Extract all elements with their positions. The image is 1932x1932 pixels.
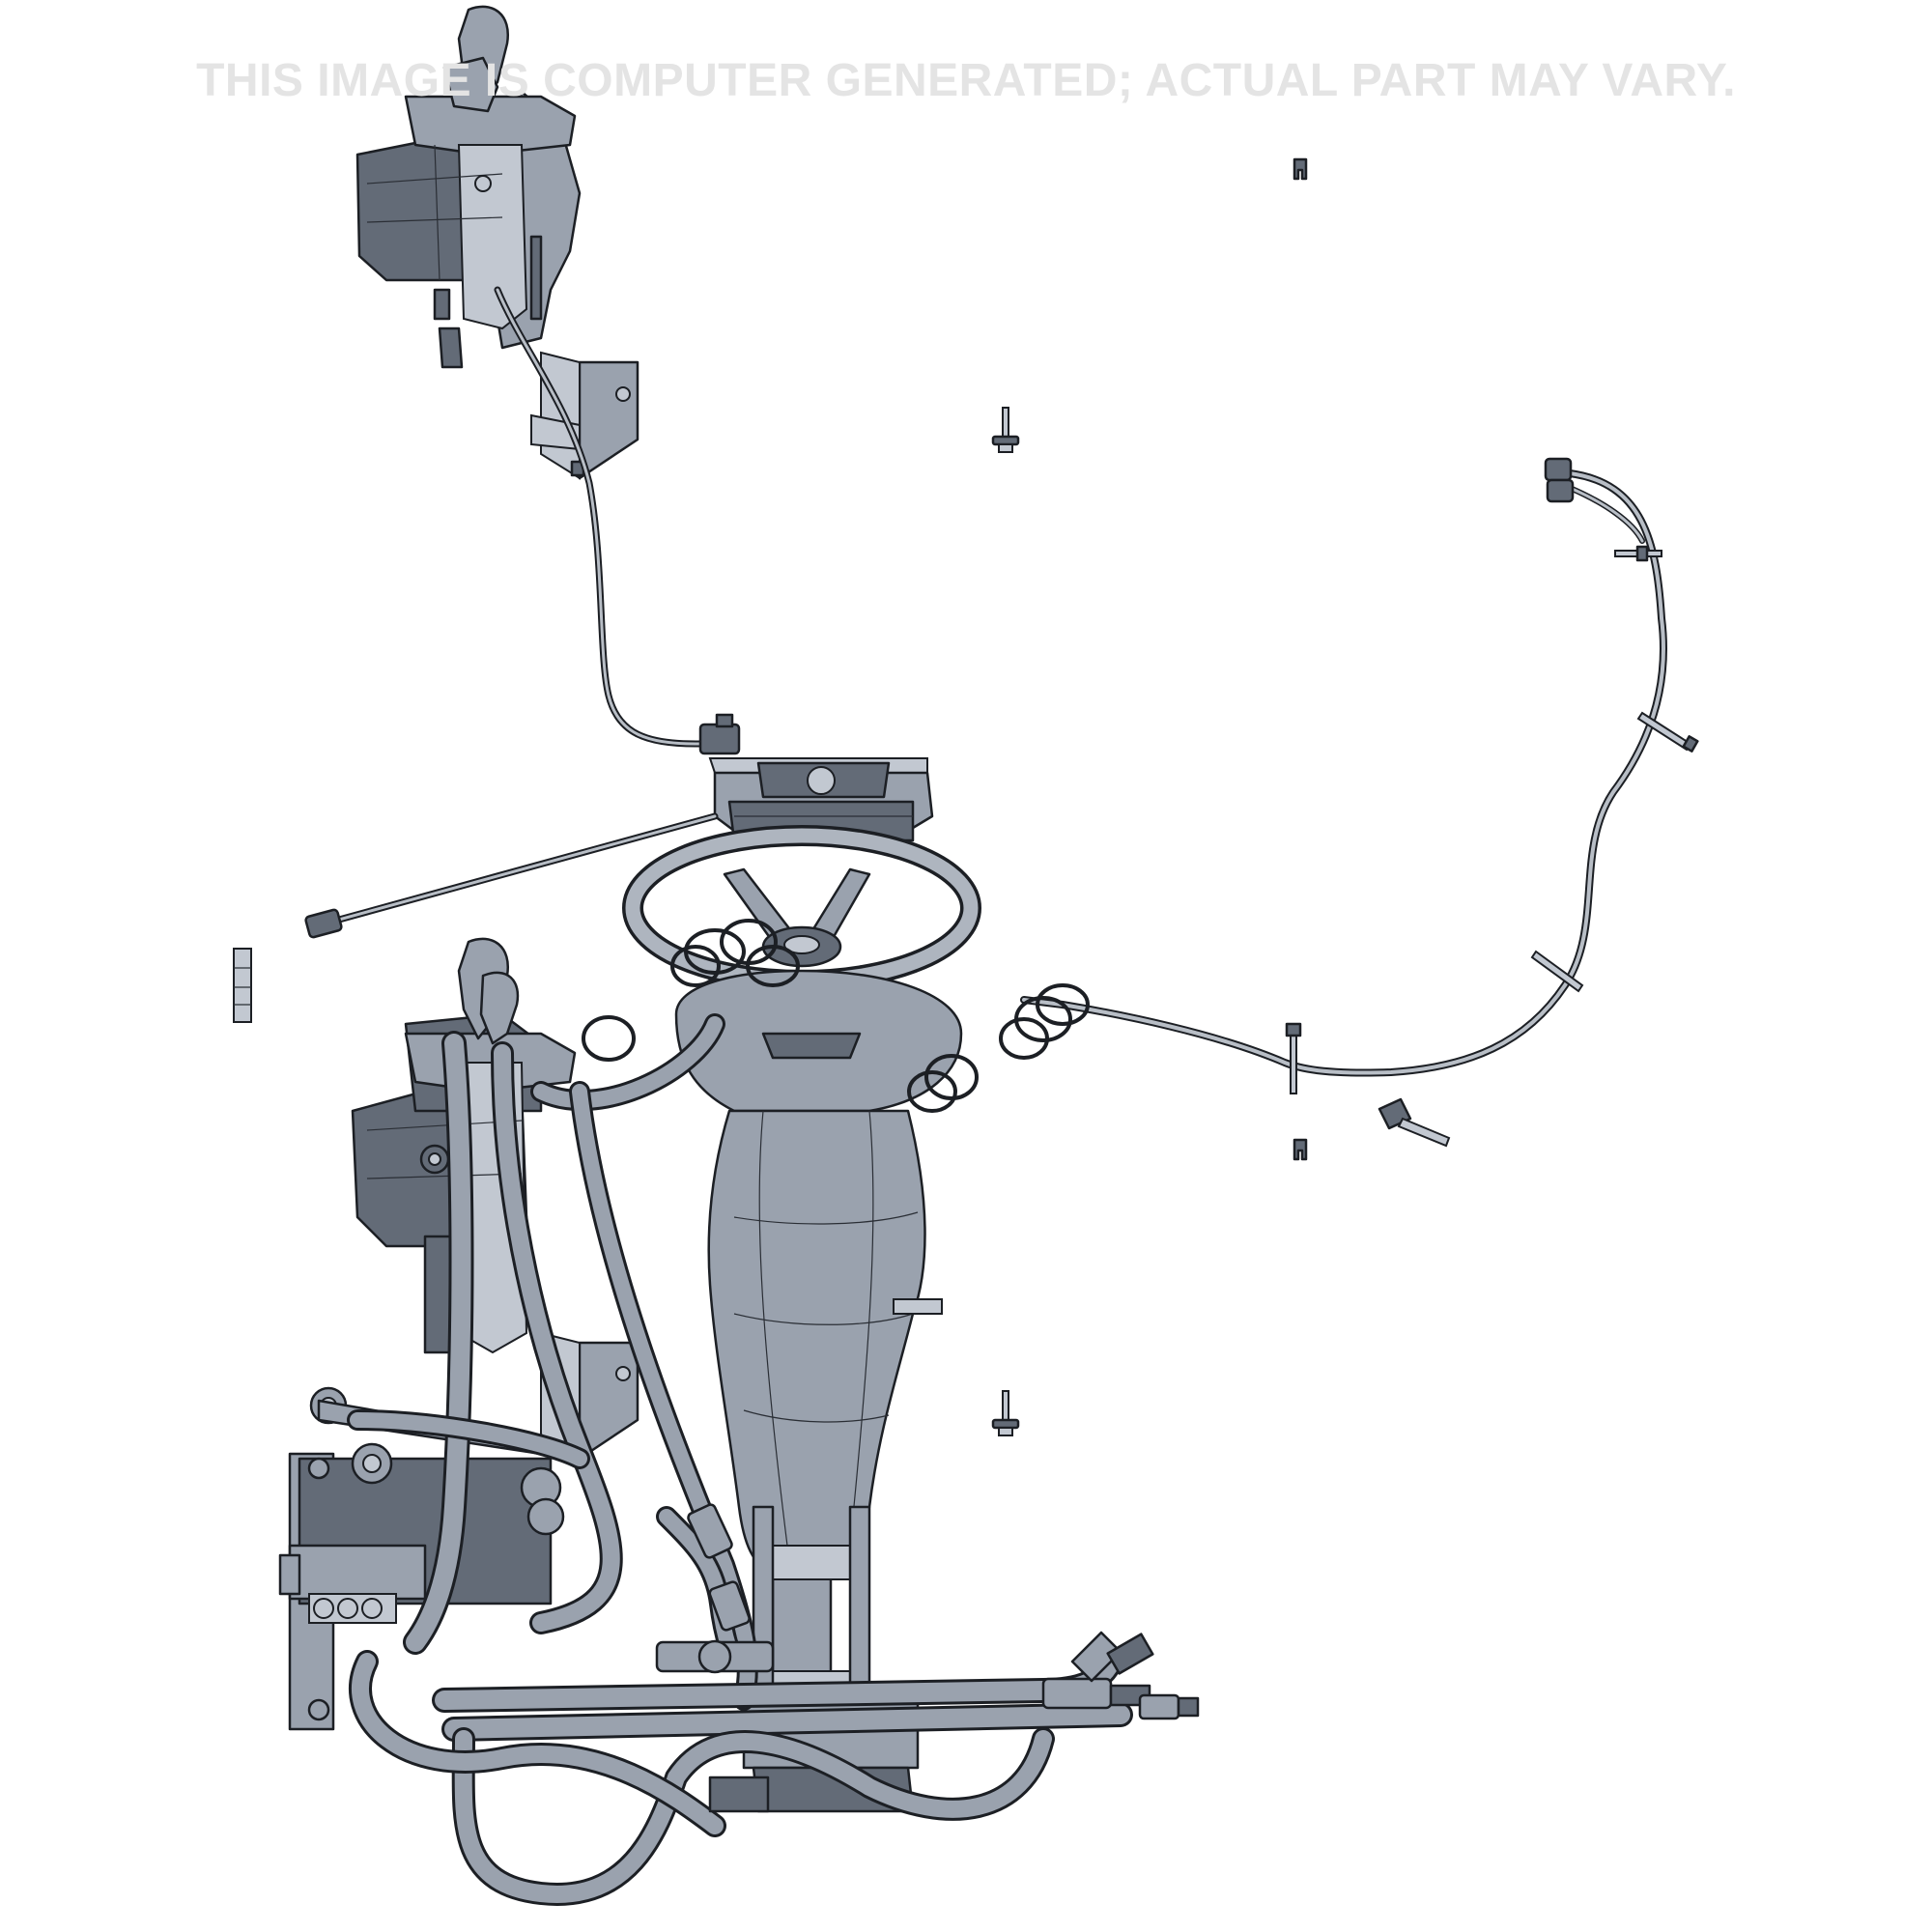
decal-strip xyxy=(233,948,252,1023)
mounting-bolt-lower xyxy=(991,1390,1020,1436)
cable-tie-1 xyxy=(1614,545,1662,562)
cable-tie-2 xyxy=(1636,711,1699,753)
harness-branch-left xyxy=(304,812,719,939)
steering-wheel xyxy=(622,825,981,991)
small-clip-top xyxy=(1293,157,1308,181)
harness-connector-upper xyxy=(1544,457,1575,503)
ignition-key xyxy=(1378,1097,1451,1148)
cable-tie-3 xyxy=(1530,950,1584,993)
cable-tie-4 xyxy=(1285,1022,1302,1094)
upper-joystick-cable xyxy=(494,286,741,755)
upper-mounting-bracket xyxy=(530,351,639,480)
hose-clamps xyxy=(582,919,1090,1113)
disclaimer-watermark: THIS IMAGE IS COMPUTER GENERATED; ACTUAL… xyxy=(196,55,1736,106)
steering-column-cover xyxy=(674,969,963,1577)
upper-joystick-control-assembly xyxy=(355,5,582,369)
small-clip-bottom xyxy=(1293,1138,1308,1161)
hose-fittings xyxy=(655,1503,1200,1813)
mounting-bolt-upper xyxy=(991,407,1020,453)
